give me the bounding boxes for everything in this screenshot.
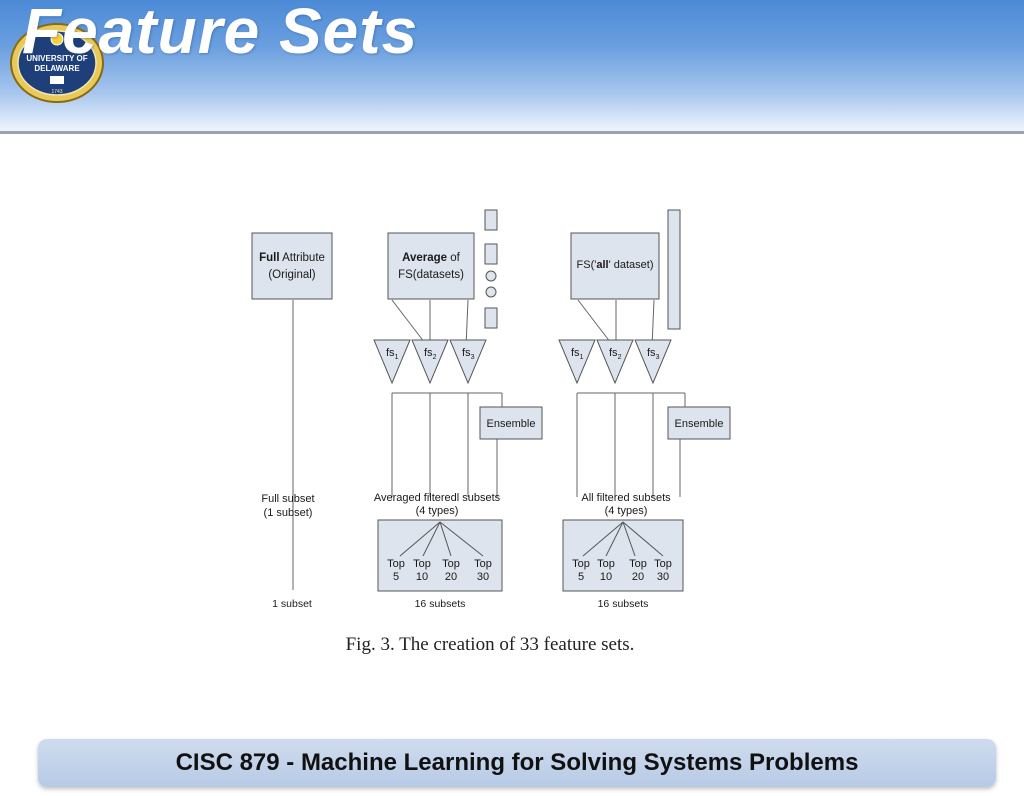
subset-count-middle: 16 subsets (415, 598, 466, 610)
fs-label: fs3 (647, 347, 660, 361)
ensemble-label: Ensemble (675, 418, 724, 430)
top-word: Top (572, 558, 590, 570)
top-number: 30 (477, 571, 489, 583)
top-number: 20 (445, 571, 457, 583)
top-number: 5 (393, 571, 399, 583)
top-word: Top (654, 558, 672, 570)
fs-label: fs2 (609, 347, 622, 361)
fs-filter-triangle (634, 339, 672, 385)
top-word: Top (597, 558, 615, 570)
top-word: Top (442, 558, 460, 570)
all-dataset-bar (667, 209, 681, 330)
fs-label: fs1 (386, 347, 399, 361)
full-subset-label: Full subset (261, 493, 314, 505)
logo-year: 1743 (51, 89, 62, 95)
averaged-subsets-label: Averaged filteredl subsets (374, 492, 501, 504)
header-divider (0, 131, 1024, 134)
full-attribute-box (251, 232, 333, 300)
dataset-bar (484, 307, 498, 329)
all-subsets-types: (4 types) (605, 505, 648, 517)
ellipsis-dot (485, 286, 497, 298)
top-number: 10 (600, 571, 612, 583)
slide-title: Feature Sets (22, 0, 419, 67)
full-attribute-label-2: (Original) (268, 269, 315, 281)
top-word: Top (413, 558, 431, 570)
full-attribute-label: Full Attribute (259, 252, 325, 264)
fs-filter-triangle (596, 339, 634, 385)
university-logo: UNIVERSITY OF DELAWARE 1743 (10, 23, 104, 103)
ellipsis-dot (485, 270, 497, 282)
fs-label: fs1 (571, 347, 584, 361)
dataset-bar (484, 243, 498, 265)
feature-set-diagram: Full Attribute (Original) Average of FS(… (251, 209, 731, 610)
fs-filter-triangle (449, 339, 487, 385)
fs-filter-triangle (558, 339, 596, 385)
top-number: 20 (632, 571, 644, 583)
slide-header (0, 0, 1024, 133)
top-word: Top (629, 558, 647, 570)
average-fs-box (387, 232, 475, 300)
logo-line2: DELAWARE (34, 64, 80, 73)
averaged-subsets-types: (4 types) (416, 505, 459, 517)
logo-line1: UNIVERSITY OF (26, 54, 87, 63)
ensemble-box (667, 406, 731, 440)
fs-all-dataset-box (570, 232, 660, 300)
slide-footer: CISC 879 - Machine Learning for Solving … (38, 739, 996, 787)
subset-count-left: 1 subset (272, 598, 312, 610)
averaged-top-k-box (377, 519, 503, 592)
top-number: 10 (416, 571, 428, 583)
full-subset-count: (1 subset) (264, 507, 313, 519)
fs-filter-triangle (373, 339, 411, 385)
ensemble-label: Ensemble (487, 418, 536, 430)
average-fs-label-2: FS(datasets) (398, 269, 464, 281)
fs-all-dataset-label: FS('all' dataset) (577, 259, 654, 271)
fs-filter-triangle (411, 339, 449, 385)
ensemble-box (479, 406, 543, 440)
book-icon (50, 76, 64, 84)
all-subsets-label: All filtered subsets (581, 492, 671, 504)
footer-text: CISC 879 - Machine Learning for Solving … (175, 749, 859, 776)
fs-label: fs2 (424, 347, 437, 361)
figure-caption: Fig. 3. The creation of 33 feature sets. (345, 634, 635, 655)
average-fs-label: Average of (402, 252, 461, 264)
fs-label: fs3 (462, 347, 475, 361)
top-number: 5 (578, 571, 584, 583)
top-word: Top (474, 558, 492, 570)
top-number: 30 (657, 571, 669, 583)
subset-count-right: 16 subsets (598, 598, 649, 610)
dataset-bar (484, 209, 498, 231)
top-word: Top (387, 558, 405, 570)
